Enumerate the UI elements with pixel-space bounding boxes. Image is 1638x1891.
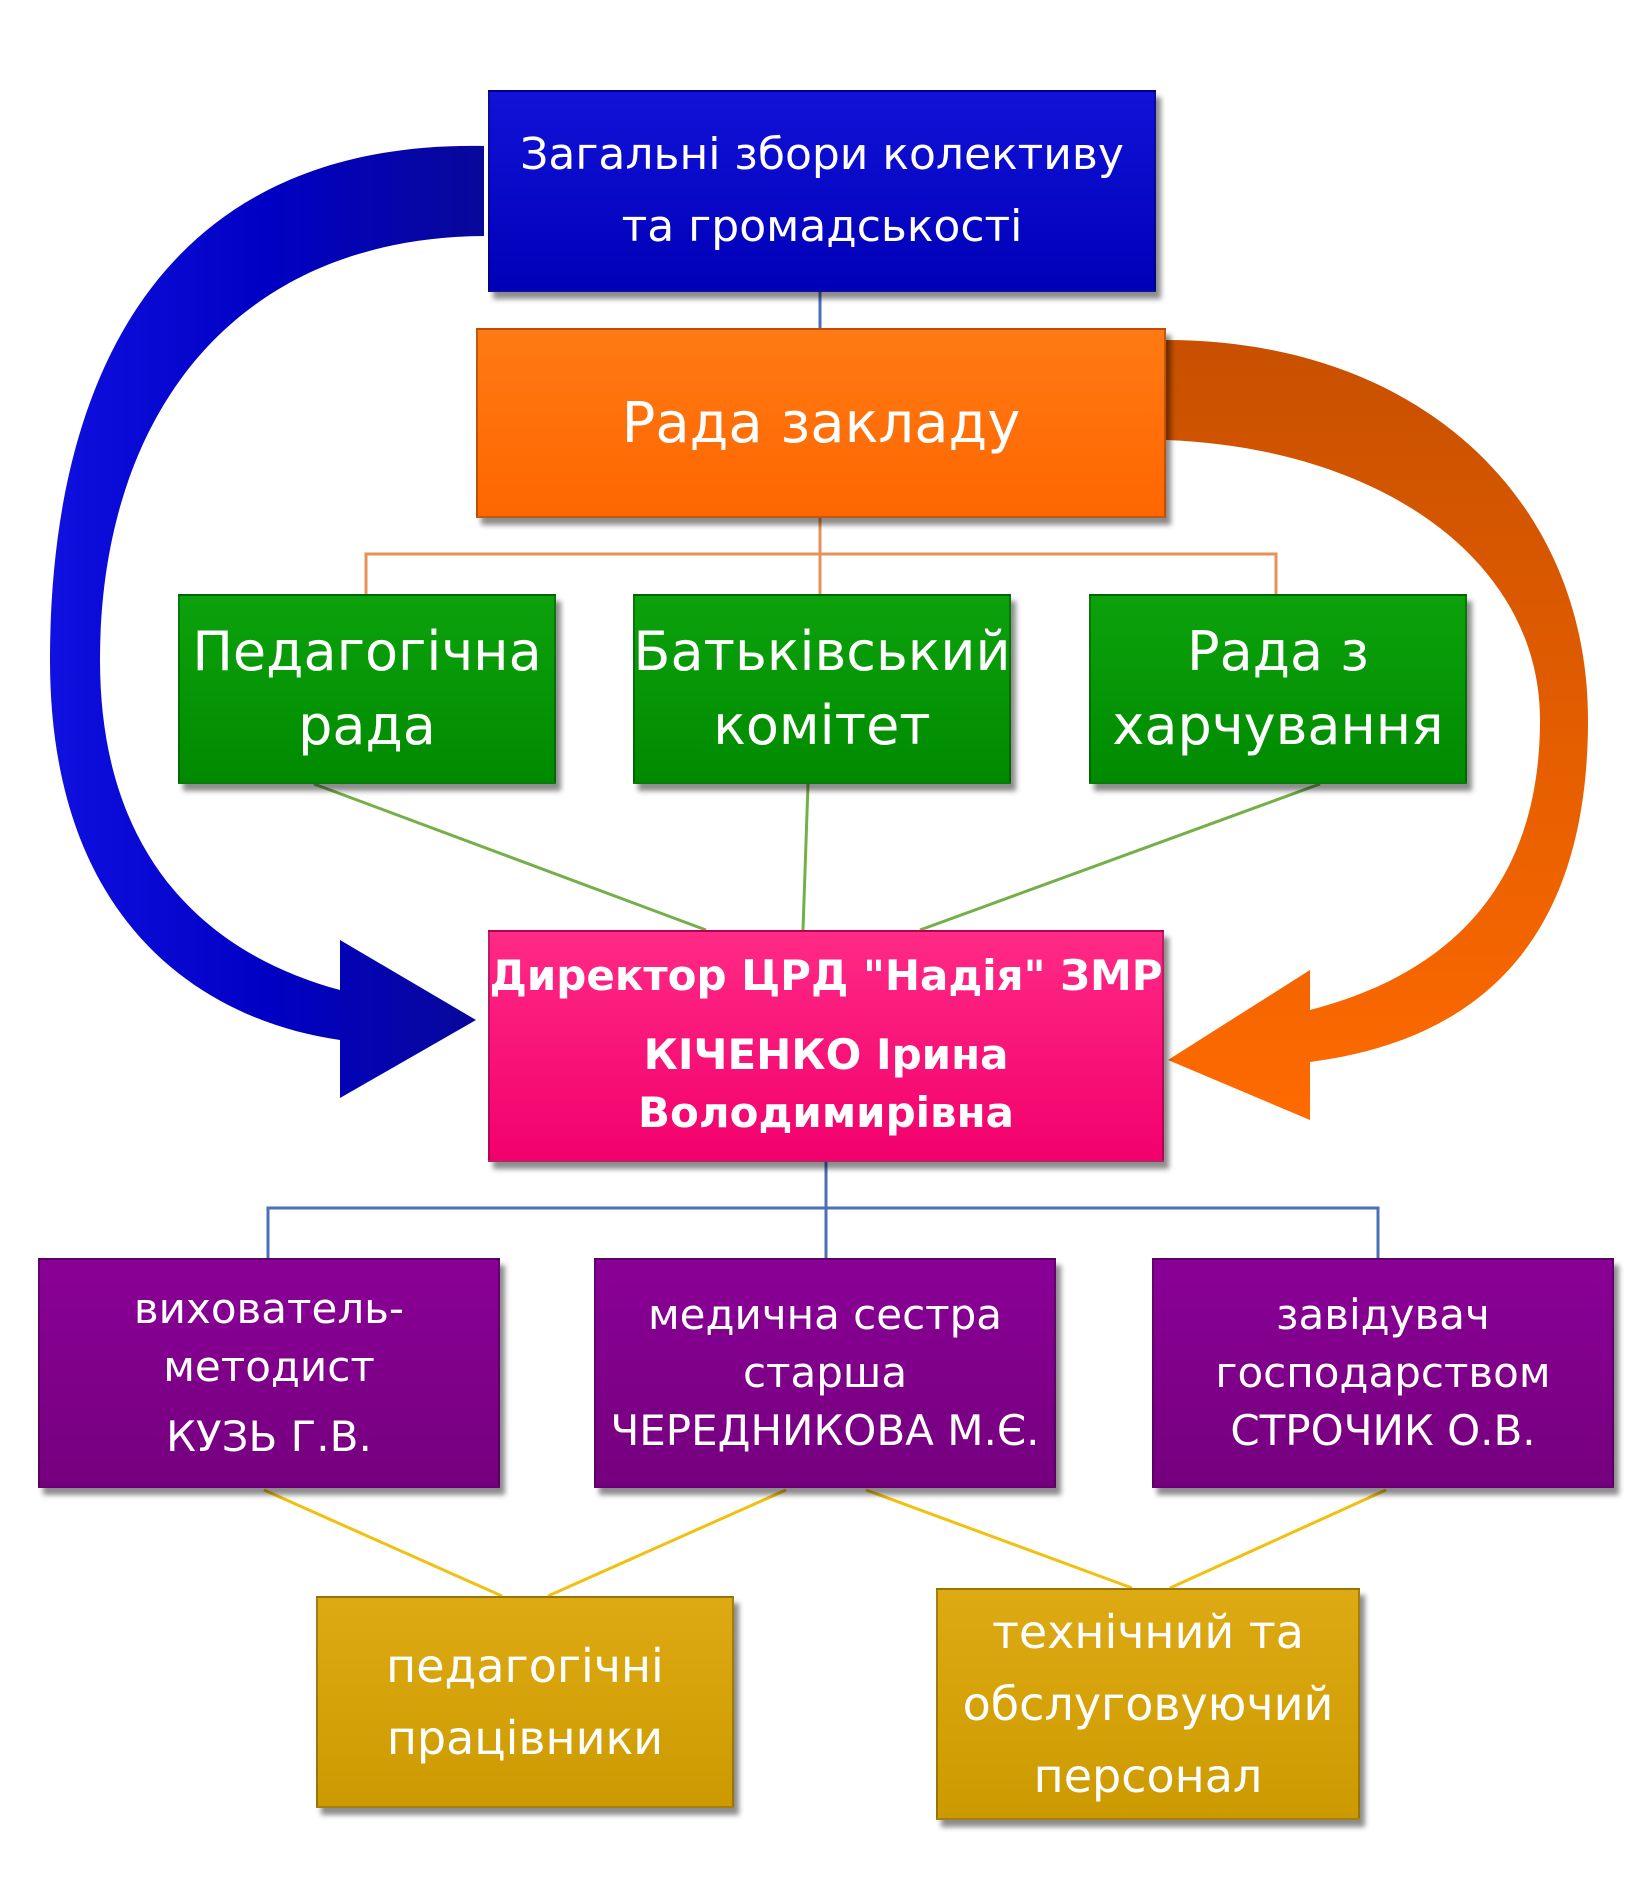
methodist-line1: вихователь- (133, 1284, 405, 1333)
methodist-box: вихователь- методист КУЗЬ Г.В. (38, 1258, 500, 1488)
pedagogical-workers-line2: працівники (386, 1711, 664, 1765)
blue-curved-arrow (50, 145, 484, 1098)
general-meeting-box: Загальні збори колективу та громадськост… (488, 90, 1156, 292)
connector-ped-director (313, 782, 707, 932)
connector-staff-bus (266, 1206, 1380, 1258)
pedagogical-workers-box: педагогічні працівники (316, 1596, 734, 1808)
connector-met-pw (263, 1488, 503, 1598)
pedagogical-workers-line1: педагогічні (386, 1639, 664, 1693)
housekeeping-manager-line1: завідувач (1276, 1290, 1490, 1339)
head-nurse-line2: старша (742, 1348, 908, 1397)
connector-par-director (801, 783, 810, 931)
head-nurse-name: ЧЕРЕДНИКОВА М.Є. (610, 1406, 1040, 1455)
housekeeping-manager-name: СТРОЧИК О.В. (1230, 1406, 1536, 1455)
head-nurse-box: медична сестра старша ЧЕРЕДНИКОВА М.Є. (594, 1258, 1056, 1488)
director-title: Директор ЦРД "Надія" ЗМР (489, 950, 1163, 1000)
housekeeping-manager-box: завідувач господарством СТРОЧИК О.В. (1152, 1258, 1614, 1488)
technical-staff-line1: технічний та (992, 1605, 1304, 1659)
technical-staff-line3: персонал (1033, 1749, 1263, 1803)
connector-councils-bus (364, 552, 1278, 594)
head-nurse-line1: медична сестра (647, 1290, 1003, 1339)
parents-committee-line2: комітет (713, 694, 931, 757)
parents-committee-line1: Батьківський (633, 620, 1011, 683)
connector-med-tw (865, 1488, 1133, 1590)
parents-committee-box: Батьківський комітет (633, 594, 1011, 784)
director-surname: КІЧЕНКО Ірина (643, 1029, 1009, 1079)
methodist-name: КУЗЬ Г.В. (166, 1412, 372, 1461)
nutrition-council-line2: харчування (1112, 694, 1444, 757)
director-patronymic: Володимирівна (638, 1087, 1014, 1137)
orange-curved-arrow (1166, 340, 1588, 1120)
pedagogical-council-line2: рада (298, 694, 436, 757)
school-council-box: Рада закладу (476, 328, 1166, 518)
connector-med-pw (547, 1488, 787, 1598)
general-meeting-line2: та громадськості (621, 201, 1023, 252)
nutrition-council-box: Рада з харчування (1089, 594, 1467, 784)
nutrition-council-line1: Рада з (1187, 620, 1369, 683)
technical-staff-box: технічний та обслуговуючий персонал (936, 1588, 1360, 1820)
housekeeping-manager-line2: господарством (1215, 1348, 1551, 1397)
director-box: Директор ЦРД "Надія" ЗМР КІЧЕНКО Ірина В… (488, 930, 1164, 1162)
pedagogical-council-line1: Педагогічна (192, 620, 542, 683)
school-council-label: Рада закладу (621, 390, 1021, 456)
general-meeting-line1: Загальні збори колективу (520, 129, 1124, 180)
connector-eco-tw (1169, 1488, 1387, 1590)
technical-staff-line2: обслуговуючий (962, 1677, 1334, 1731)
connector-food-director (919, 782, 1321, 932)
pedagogical-council-box: Педагогічна рада (178, 594, 556, 784)
methodist-line2: методист (163, 1342, 375, 1391)
